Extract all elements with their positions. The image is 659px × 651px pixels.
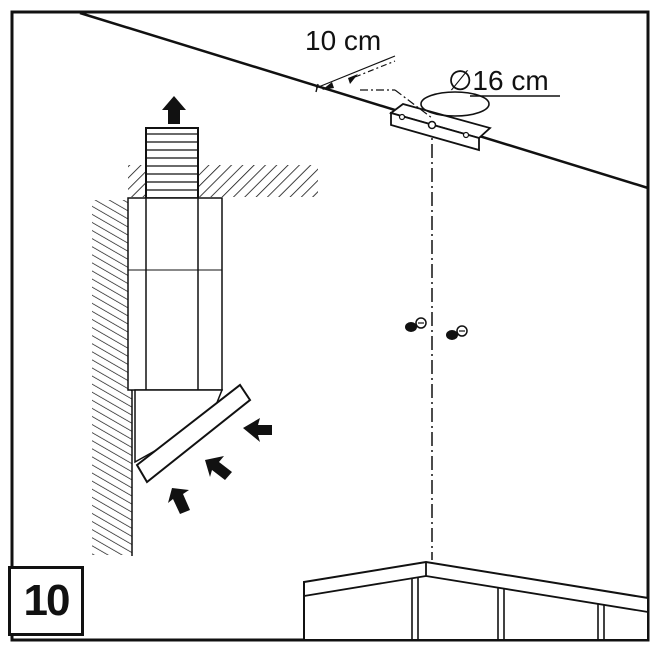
diameter-label: ∅16 cm bbox=[448, 65, 549, 96]
intake-arrows-icon bbox=[168, 418, 272, 514]
distance-dimension bbox=[315, 55, 433, 119]
wall-hatching bbox=[92, 200, 133, 556]
distance-label: 10 cm bbox=[305, 25, 381, 56]
ceiling-line bbox=[79, 11, 649, 190]
kitchen-cabinet bbox=[303, 560, 649, 641]
step-number-box: 10 bbox=[8, 566, 84, 636]
step-number: 10 bbox=[23, 576, 71, 625]
screw-icon bbox=[405, 317, 427, 332]
screw-icon bbox=[446, 325, 468, 340]
ceiling-bracket bbox=[389, 103, 492, 152]
exhaust-arrow-icon bbox=[162, 96, 186, 124]
duct-opening-ellipse bbox=[420, 91, 490, 117]
hood-body bbox=[127, 197, 224, 464]
filter-panel bbox=[135, 383, 252, 484]
